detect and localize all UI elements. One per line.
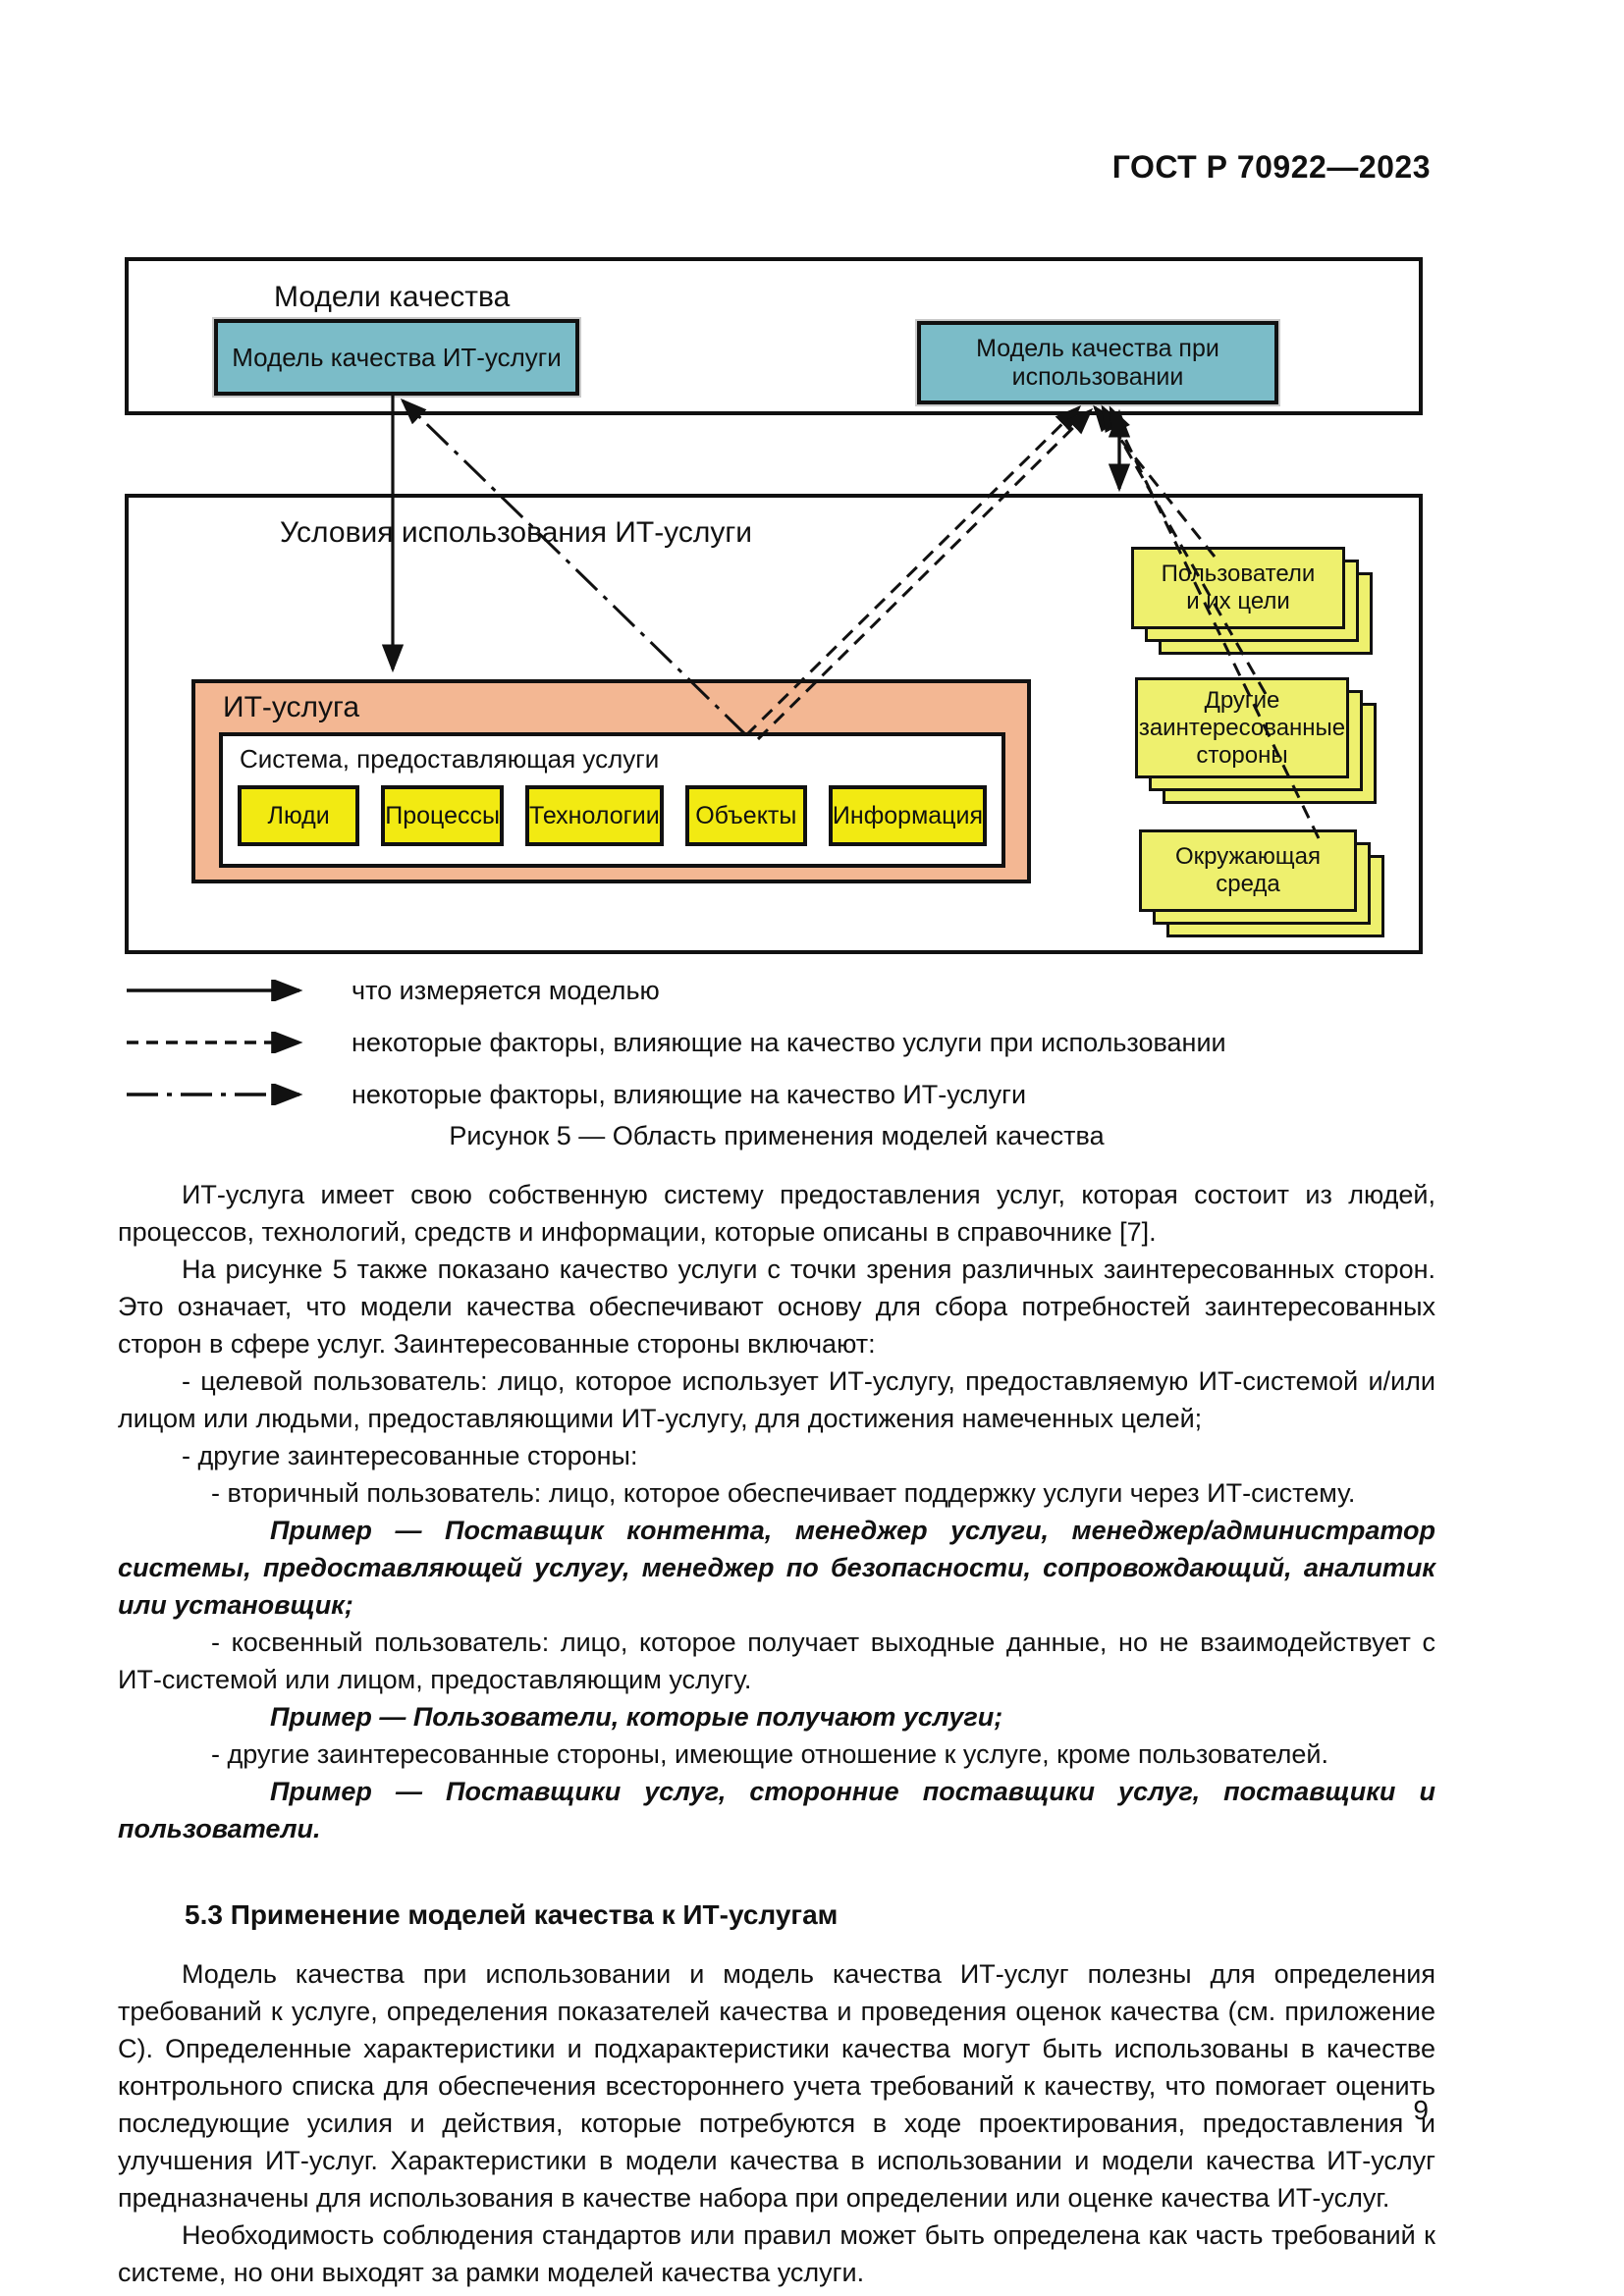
document-header: ГОСТ Р 70922—2023 (1111, 149, 1431, 185)
component-information: Информация (828, 785, 987, 846)
paragraph-it-service-system: ИТ-услуга имеет свою собственную систему… (118, 1180, 1435, 1247)
legend-label-dashdot: некоторые факторы, влияющие на качество … (352, 1079, 1027, 1109)
dashed-arrow-icon (127, 1032, 303, 1053)
stakeholder-stack-users: Пользователи и их цели (1131, 547, 1375, 657)
bullet-secondary-user: - вторичный пользователь: лицо, которое … (211, 1478, 1356, 1508)
example-secondary-user: Пример — Поставщик контента, менеджер ус… (118, 1516, 1435, 1620)
body-text: ИТ-услуга имеет свою собственную систему… (118, 1176, 1435, 2291)
solid-arrow-icon (127, 980, 303, 1001)
quality-in-use-model-box: Модель качества при использовании (917, 321, 1278, 404)
paragraph-5-3-standards: Необходимость соблюдения стандартов или … (118, 2220, 1435, 2287)
legend-label-solid: что измеряется моделью (352, 975, 660, 1005)
service-system-box: Система, предоставляющая услуги Люди Про… (219, 732, 1005, 868)
dashdot-arrow-icon (127, 1084, 303, 1105)
bullet-indirect-user: - косвенный пользователь: лицо, которое … (118, 1628, 1435, 1694)
example-other-stakeholders: Пример — Поставщики услуг, сторонние пос… (118, 1777, 1435, 1843)
it-service-quality-model-box: Модель качества ИТ-услуги (214, 319, 579, 396)
it-service-box: ИТ-услуга Система, предоставляющая услуг… (191, 679, 1031, 883)
component-processes: Процессы (381, 785, 504, 846)
paragraph-figure5-stakeholders: На рисунке 5 также показано качество усл… (118, 1255, 1435, 1359)
stakeholder-stack-other-parties: Другие заинтересованные стороны (1135, 677, 1379, 806)
section-heading-5-3: 5.3 Применение моделей качества к ИТ-усл… (185, 1899, 839, 1930)
figure-legend: что измеряется моделью некоторые факторы… (125, 974, 1440, 1130)
stack-label-environment: Окружающая среда (1139, 829, 1357, 912)
legend-row-dashed: некоторые факторы, влияющие на качество … (125, 1026, 1440, 1059)
component-technologies: Технологии (524, 785, 664, 846)
bullet-target-user: - целевой пользователь: лицо, которое ис… (118, 1366, 1435, 1433)
legend-row-dashdot: некоторые факторы, влияющие на качество … (125, 1078, 1440, 1111)
system-components-row: Люди Процессы Технологии Объекты Информа… (238, 785, 987, 846)
component-people: Люди (238, 785, 360, 846)
stack-label-other-parties: Другие заинтересованные стороны (1135, 677, 1349, 778)
service-system-title: Система, предоставляющая услуги (240, 744, 660, 774)
stack-label-users: Пользователи и их цели (1131, 547, 1345, 629)
legend-label-dashed: некоторые факторы, влияющие на качество … (352, 1027, 1226, 1057)
page-number: 9 (1413, 2095, 1429, 2125)
usage-conditions-title: Условия использования ИТ-услуги (280, 516, 753, 549)
bullet-other-stakeholders: - другие заинтересованные стороны: (182, 1441, 638, 1470)
example-indirect-user: Пример — Пользователи, которые получают … (270, 1702, 1003, 1732)
stakeholder-stack-environment: Окружающая среда (1139, 829, 1386, 939)
legend-row-solid: что измеряется моделью (125, 974, 1440, 1007)
figure-caption: Рисунок 5 — Область применения моделей к… (449, 1121, 1105, 1150)
component-objects: Объекты (684, 785, 807, 846)
quality-models-title: Модели качества (274, 281, 511, 313)
paragraph-5-3-application: Модель качества при использовании и моде… (118, 1959, 1435, 2213)
it-service-title: ИТ-услуга (223, 691, 360, 723)
bullet-other-stakeholders-2: - другие заинтересованные стороны, имеющ… (211, 1739, 1329, 1769)
figure5-diagram: Модели качества Модель качества ИТ-услуг… (125, 257, 1423, 954)
